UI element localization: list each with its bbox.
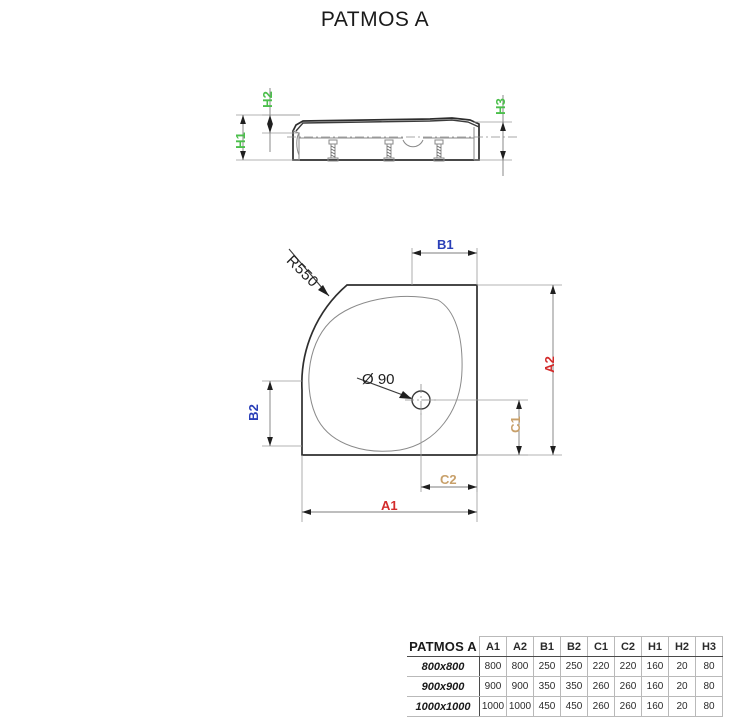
table-cell-c1: 260 xyxy=(587,676,615,697)
table-cell-a2: 1000 xyxy=(506,696,534,717)
table-col-h2: H2 xyxy=(668,636,696,657)
spec-table: PATMOS A A1 A2 B1 B2 C1 C2 H1 H2 H3 800x… xyxy=(407,636,723,717)
b2-extension-lines xyxy=(262,380,302,447)
plan-basin-outline xyxy=(308,296,463,452)
table-cell-a2: 900 xyxy=(506,676,534,697)
table-row: 1000x1000 1000 1000 450 450 260 260 160 … xyxy=(407,696,723,717)
table-cell-b2: 250 xyxy=(560,656,588,677)
table-cell-h3: 80 xyxy=(695,696,723,717)
table-col-b1: B1 xyxy=(533,636,561,657)
dimension-label-b2: B2 xyxy=(245,404,261,421)
table-col-b2: B2 xyxy=(560,636,588,657)
table-cell-c2: 260 xyxy=(614,676,642,697)
plan-view xyxy=(262,248,562,522)
table-col-h3: H3 xyxy=(695,636,723,657)
table-cell-b1: 450 xyxy=(533,696,561,717)
table-cell-c2: 220 xyxy=(614,656,642,677)
table-cell-a1: 1000 xyxy=(479,696,507,717)
table-cell-c1: 220 xyxy=(587,656,615,677)
annotation-drain-diameter: Ø 90 xyxy=(362,371,395,388)
section-left-edge-curve xyxy=(296,132,300,156)
dimension-label-c1: C2 xyxy=(440,472,457,487)
dimension-label-b1: B1 xyxy=(437,237,454,252)
table-cell-h1: 160 xyxy=(641,656,669,677)
table-cell-b2: 350 xyxy=(560,676,588,697)
table-corner-label: PATMOS A xyxy=(407,636,480,657)
table-col-h1: H1 xyxy=(641,636,669,657)
table-row: 900x900 900 900 350 350 260 260 160 20 8… xyxy=(407,676,723,697)
dimension-label-a1: A1 xyxy=(381,498,398,513)
section-leg-right xyxy=(433,139,445,162)
table-cell-h2: 20 xyxy=(668,696,696,717)
dimension-label-a2: A2 xyxy=(541,356,557,373)
drain-leader-arrowhead xyxy=(399,391,412,399)
table-cell-h3: 80 xyxy=(695,656,723,677)
table-cell-a1: 900 xyxy=(479,676,507,697)
table-cell-a2: 800 xyxy=(506,656,534,677)
dimension-label-h3: H3 xyxy=(492,98,508,115)
table-cell-h3: 80 xyxy=(695,676,723,697)
c1-extension-lines xyxy=(420,409,478,492)
table-row-size: 800x800 xyxy=(407,656,480,677)
dimension-label-h1: H1 xyxy=(232,132,248,149)
page-title: PATMOS A xyxy=(320,8,430,31)
table-cell-b2: 450 xyxy=(560,696,588,717)
table-col-a2: A2 xyxy=(506,636,534,657)
table-col-c2: C2 xyxy=(614,636,642,657)
section-drain-recess xyxy=(402,139,424,148)
b1-extension-lines xyxy=(411,248,478,285)
table-header-row: PATMOS A A1 A2 B1 B2 C1 C2 H1 H2 H3 xyxy=(407,636,723,657)
table-cell-c2: 260 xyxy=(614,696,642,717)
table-row: 800x800 800 800 250 250 220 220 160 20 8… xyxy=(407,656,723,677)
table-cell-c1: 260 xyxy=(587,696,615,717)
table-cell-a1: 800 xyxy=(479,656,507,677)
table-cell-h2: 20 xyxy=(668,656,696,677)
c2-extension-lines xyxy=(421,399,528,456)
table-col-a1: A1 xyxy=(479,636,507,657)
table-cell-h2: 20 xyxy=(668,676,696,697)
table-cell-b1: 350 xyxy=(533,676,561,697)
dimension-label-c2: C1 xyxy=(507,416,523,433)
table-cell-b1: 250 xyxy=(533,656,561,677)
table-row-size: 1000x1000 xyxy=(407,696,480,717)
section-view xyxy=(236,88,520,176)
table-col-c1: C1 xyxy=(587,636,615,657)
plan-tray-outline xyxy=(301,284,478,456)
section-leg-left xyxy=(327,139,339,162)
radius-leader-arrowhead xyxy=(318,285,329,296)
section-leg-middle xyxy=(383,139,395,162)
table-cell-h1: 160 xyxy=(641,676,669,697)
table-cell-h1: 160 xyxy=(641,696,669,717)
table-row-size: 900x900 xyxy=(407,676,480,697)
dimension-label-h2: H2 xyxy=(259,91,275,108)
plan-drain-centerlines xyxy=(405,384,437,416)
section-basin-line xyxy=(295,119,480,132)
section-tray-body xyxy=(292,117,480,161)
